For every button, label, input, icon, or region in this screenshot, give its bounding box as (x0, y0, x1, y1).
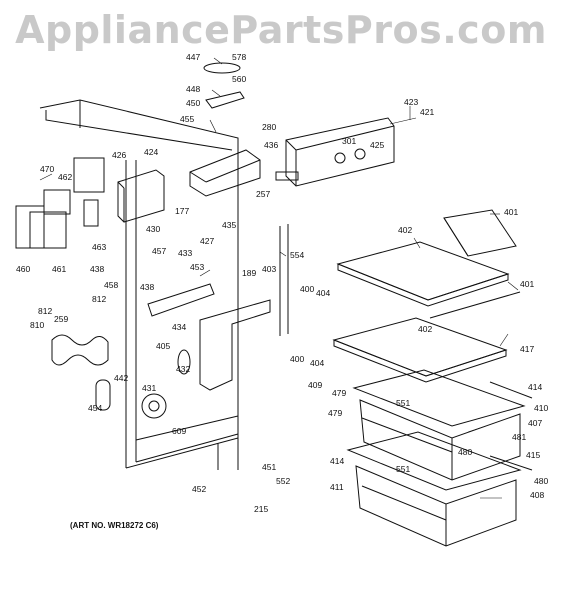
callout-470: 470 (40, 164, 54, 174)
callout-431: 431 (142, 383, 156, 393)
callout-426: 426 (112, 150, 126, 160)
callout-609: 609 (172, 426, 186, 436)
callout-457: 457 (152, 246, 166, 256)
callout-177: 177 (175, 206, 189, 216)
callout-417: 417 (520, 344, 534, 354)
callout-403: 403 (262, 264, 276, 274)
bin-tray-215 (443, 209, 517, 257)
callout-447: 447 (186, 52, 200, 62)
callout-481: 481 (512, 432, 526, 442)
callout-463: 463 (92, 242, 106, 252)
fan-bracket (117, 169, 165, 223)
crisper-lower (346, 431, 522, 547)
callout-423: 423 (404, 97, 418, 107)
callout-455: 455 (180, 114, 194, 124)
callout-810: 810 (30, 320, 44, 330)
art-number: (ART NO. WR18272 C6) (70, 521, 159, 530)
callout-433: 433 (178, 248, 192, 258)
callout-560: 560 (232, 74, 246, 84)
shelf-lower (332, 317, 508, 383)
callout-215: 215 (254, 504, 268, 514)
callout-401: 401 (520, 279, 534, 289)
callout-408: 408 (530, 490, 544, 500)
callout-414: 414 (528, 382, 542, 392)
callout-551: 551 (396, 398, 410, 408)
callout-405: 405 (156, 341, 170, 351)
callout-427: 427 (200, 236, 214, 246)
callout-454: 454 (88, 403, 102, 413)
callout-812: 812 (92, 294, 106, 304)
callout-409: 409 (308, 380, 322, 390)
callout-479: 479 (332, 388, 346, 398)
callout-461: 461 (52, 264, 66, 274)
callout-460: 460 (16, 264, 30, 274)
fan-motor (95, 349, 191, 419)
callout-450: 450 (186, 98, 200, 108)
callout-462: 462 (58, 172, 72, 182)
evaporator-cover (199, 299, 271, 391)
callout-404: 404 (310, 358, 324, 368)
callout-479: 479 (328, 408, 342, 418)
callout-448: 448 (186, 84, 200, 94)
callout-480: 480 (534, 476, 548, 486)
callout-280: 280 (262, 122, 276, 132)
callout-425: 425 (370, 140, 384, 150)
callout-430: 430 (146, 224, 160, 234)
callout-438: 438 (140, 282, 154, 292)
watermark: AppliancePartsPros.com (15, 8, 547, 52)
callout-551: 551 (396, 464, 410, 474)
cover-top (203, 62, 245, 109)
callout-404: 404 (316, 288, 330, 298)
callout-480: 480 (458, 447, 472, 457)
callout-400: 400 (290, 354, 304, 364)
callout-424: 424 (144, 147, 158, 157)
channel-259 (147, 283, 215, 317)
callout-407: 407 (528, 418, 542, 428)
callout-554: 554 (290, 250, 304, 260)
callout-400: 400 (300, 284, 314, 294)
control-housing (275, 117, 395, 187)
evaporator-housings (15, 157, 105, 249)
callout-259: 259 (54, 314, 68, 324)
callout-451: 451 (262, 462, 276, 472)
callout-812: 812 (38, 306, 52, 316)
callout-552: 552 (276, 476, 290, 486)
callout-402: 402 (418, 324, 432, 334)
callout-401: 401 (504, 207, 518, 217)
callout-189: 189 (242, 268, 256, 278)
callout-301: 301 (342, 136, 356, 146)
callout-458: 458 (104, 280, 118, 290)
air-duct (189, 149, 261, 197)
callout-442: 442 (114, 373, 128, 383)
callout-438: 438 (90, 264, 104, 274)
callout-414: 414 (330, 456, 344, 466)
heater-coil (51, 334, 109, 366)
callout-410: 410 (534, 403, 548, 413)
callout-578: 578 (232, 52, 246, 62)
callout-421: 421 (420, 107, 434, 117)
callout-452: 452 (192, 484, 206, 494)
shelf-rail (279, 224, 289, 336)
callout-436: 436 (264, 140, 278, 150)
callout-453: 453 (190, 262, 204, 272)
callout-257: 257 (256, 189, 270, 199)
callout-434: 434 (172, 322, 186, 332)
drawer-slides (361, 381, 533, 521)
callout-411: 411 (330, 482, 344, 492)
cabinet-liner (39, 99, 239, 470)
callout-435: 435 (222, 220, 236, 230)
callout-402: 402 (398, 225, 412, 235)
callout-432: 432 (176, 364, 190, 374)
callout-415: 415 (526, 450, 540, 460)
shelf-upper (336, 241, 521, 319)
